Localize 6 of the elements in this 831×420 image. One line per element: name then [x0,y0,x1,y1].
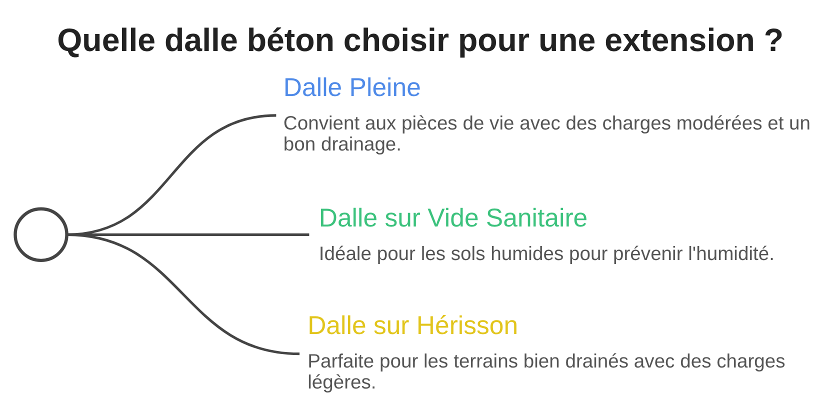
node-text: Dalle sur Vide Sanitaire Idéale pour les sols humides pour prévenir l'humidité. [318,204,774,264]
diagram-title: Quelle dalle béton choisir pour une extension ? [57,22,784,58]
node-text: Dalle sur Hérisson Parfaite pour les terrains bien drainés avec des charges légères. [308,312,786,394]
node-text: Dalle Pleine Convient aux pièces de vie avec des charges modérées et un bon drainage. [283,73,811,155]
connector [66,232,300,355]
node-picture [14,206,68,262]
